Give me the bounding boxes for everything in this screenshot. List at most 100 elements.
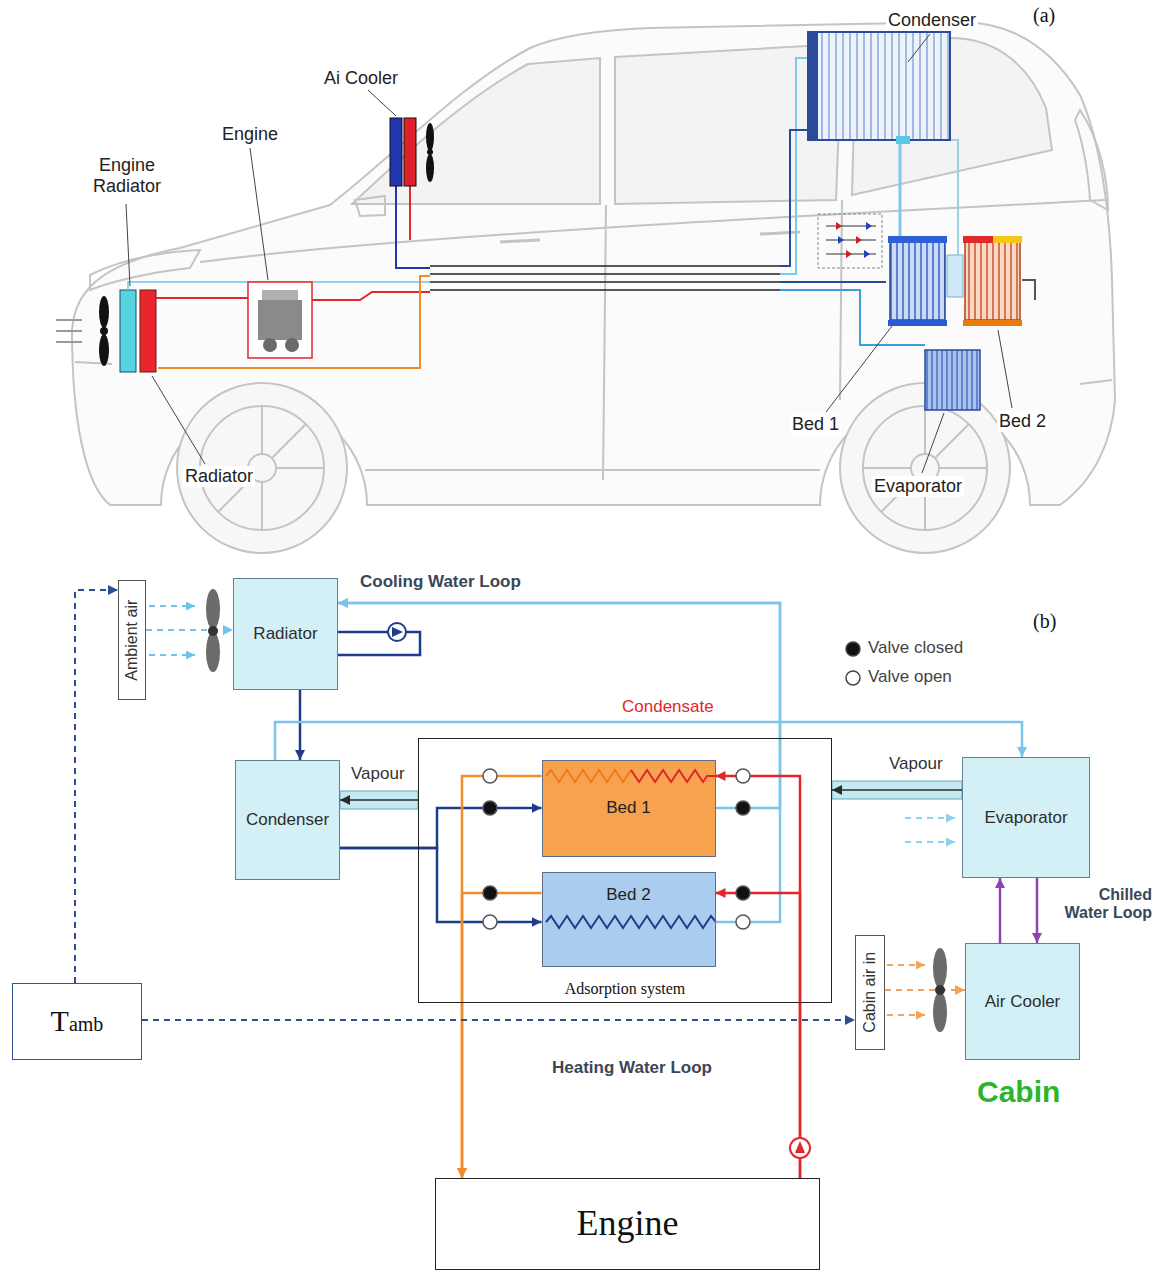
node-label: Bed 1 [606, 798, 650, 818]
fan-symbol [206, 632, 220, 672]
reactor-units [993, 236, 1022, 243]
bed-fill [542, 760, 716, 857]
valve-block [826, 226, 876, 254]
valve-symbol [736, 915, 750, 929]
vapour-duct [832, 781, 962, 799]
pipes [396, 186, 430, 268]
pipes [409, 186, 411, 240]
legend-symbol [846, 642, 860, 685]
adsorber-bed: Bed 1 [542, 760, 716, 857]
node-label: Radiator [253, 624, 317, 644]
valve-block [838, 222, 872, 258]
leader-line [826, 326, 892, 412]
part-label: Condenser [886, 10, 978, 31]
front-fan [99, 334, 109, 366]
leader-line [126, 34, 1012, 473]
flow-line [340, 808, 542, 848]
car-wheel [177, 383, 347, 553]
engine-radiator [120, 290, 136, 372]
node-label: Air Cooler [985, 992, 1061, 1012]
flow-line [146, 629, 233, 631]
pipes [312, 292, 430, 300]
flow-line [340, 848, 542, 922]
air-cooler-unit [404, 118, 416, 186]
node-label: Adsorption system [565, 980, 685, 998]
fan-symbol [933, 992, 947, 1032]
flow-line [340, 799, 418, 801]
heat-exchanger-coil [546, 916, 716, 928]
bed-fill [542, 872, 716, 967]
heat-exchanger-coil [631, 770, 716, 782]
flow-line [142, 1019, 855, 1021]
leader-line [250, 148, 268, 280]
engine-block [248, 282, 312, 358]
ambient-air-box: Ambient air [118, 580, 146, 700]
reactor-units [888, 320, 947, 326]
reactor-units [965, 242, 1020, 320]
evaporator-unit [925, 350, 980, 410]
air-cooler-unit [390, 118, 402, 186]
pump-symbol [790, 1138, 810, 1158]
air-cooler-unit [426, 154, 434, 182]
fan-symbol [208, 626, 218, 636]
reactor-units [890, 242, 945, 320]
pipes [158, 276, 430, 368]
valve-symbol [483, 769, 750, 929]
part-label: Ai Cooler [322, 68, 400, 89]
air-cooler-unit [390, 118, 434, 186]
part-label: Bed 2 [997, 411, 1048, 432]
flow-line [716, 776, 801, 1178]
airflow-arrow [887, 1014, 925, 1016]
legend-text: Valve open [868, 667, 952, 686]
engine-radiator [120, 290, 156, 372]
leader-line [126, 204, 130, 286]
car-wheel [863, 406, 987, 530]
engine-block [263, 338, 277, 352]
fan-symbol [933, 948, 947, 988]
air-cooler-unit [426, 123, 434, 151]
reactor-units [888, 236, 1022, 326]
airflow-arrow [887, 964, 925, 966]
front-fan [99, 296, 109, 328]
condenser-unit [896, 136, 910, 144]
legend-symbol [846, 642, 860, 656]
flow-label: Vapour [349, 764, 407, 784]
engine-box: Engine [435, 1178, 820, 1270]
cabin-air-box: Cabin air in [855, 935, 885, 1050]
flow-line [462, 776, 542, 1178]
radiator-box: Radiator [233, 578, 338, 690]
reactor-units [963, 320, 1022, 326]
leader-line [998, 330, 1012, 408]
legend-row: Valve closed [868, 638, 963, 658]
valve-symbol [483, 769, 497, 783]
valve-block [818, 214, 882, 268]
heat-exchanger-coil [546, 770, 716, 928]
loop-label: Heating Water Loop [552, 1058, 712, 1078]
flow-line [832, 789, 962, 791]
car-wheel [863, 406, 987, 530]
part-label: Engine [220, 124, 280, 145]
part-label: Engine Radiator [75, 155, 179, 196]
reactor-units [947, 255, 963, 297]
fan-symbol [206, 589, 220, 629]
flow-line [338, 603, 780, 808]
bed-fill [542, 760, 716, 967]
node-label: Engine [577, 1203, 679, 1244]
node-label: Ambient air [123, 600, 141, 681]
pump-symbol [795, 1141, 805, 1153]
pipes [780, 130, 808, 266]
flow-line [999, 878, 1002, 943]
condenser-unit [808, 32, 950, 144]
pipes [899, 140, 902, 236]
pump-symbol [392, 627, 403, 637]
airflow-arrow [149, 605, 195, 607]
engine-radiator [140, 290, 156, 372]
part-label: Radiator [183, 466, 255, 487]
condenser-unit [808, 32, 818, 140]
loop-label: Cooling Water Loop [360, 572, 521, 592]
engine-block [262, 290, 298, 300]
air-cooler-unit [427, 149, 433, 155]
car-body [90, 250, 200, 290]
flow-label: Vapour [887, 754, 945, 774]
adsorber-bed: Bed 2 [542, 872, 716, 967]
